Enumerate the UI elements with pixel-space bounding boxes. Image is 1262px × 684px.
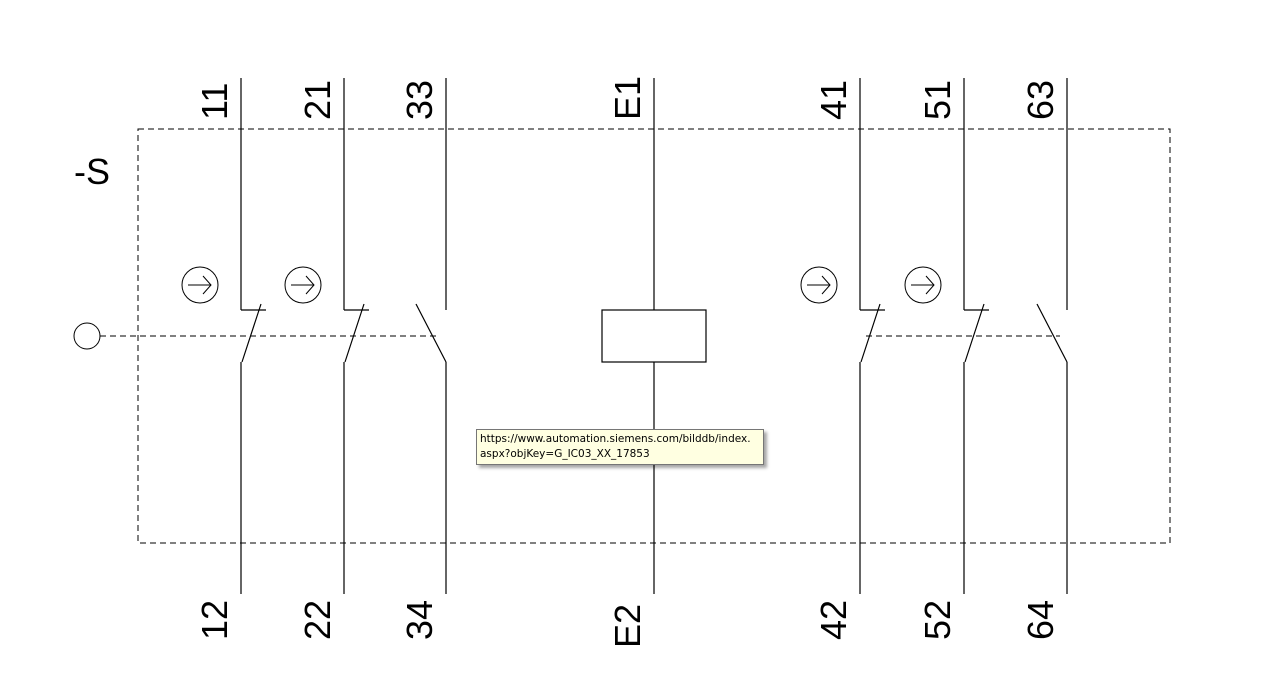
delayed-action-circle — [904, 266, 942, 304]
no-contact-blade — [415, 303, 447, 363]
terminal-label-top: 33 — [399, 80, 440, 120]
terminal-label-bottom: 52 — [917, 600, 958, 640]
terminal-label-bottom: 42 — [813, 600, 854, 640]
nc-contact-blade — [241, 303, 262, 363]
terminal-label-bottom: 12 — [194, 600, 235, 640]
delayed-action-circle — [284, 266, 322, 304]
terminal-label-top: E1 — [607, 76, 648, 120]
device-label: -S — [74, 151, 110, 192]
terminal-label-bottom: 22 — [297, 600, 338, 640]
terminal-label-bottom: E2 — [607, 604, 648, 648]
terminal-label-top: 21 — [297, 80, 338, 120]
tooltip-line-2: aspx?objKey=G_IC03_XX_17853 — [480, 448, 650, 460]
nc-contact-blade — [964, 303, 985, 363]
delayed-action-circle — [181, 266, 219, 304]
nc-contact-blade — [860, 303, 881, 363]
delayed-action-circle — [800, 266, 838, 304]
terminal-label-top: 63 — [1020, 80, 1061, 120]
terminal-label-bottom: 64 — [1020, 600, 1061, 640]
terminal-label-top: 11 — [194, 83, 235, 120]
arrow-right-icon — [807, 275, 831, 295]
url-tooltip: https://www.automation.siemens.com/bildd… — [476, 429, 764, 465]
coil-symbol — [601, 309, 707, 363]
terminal-label-bottom: 34 — [399, 600, 440, 640]
arrow-right-icon — [188, 275, 212, 295]
no-contact-blade — [1036, 303, 1068, 363]
actuator-circle — [73, 322, 101, 350]
tooltip-line-1: https://www.automation.siemens.com/bildd… — [480, 433, 751, 445]
arrow-right-icon — [911, 275, 935, 295]
nc-contact-blade — [344, 303, 365, 363]
terminal-label-top: 51 — [917, 80, 958, 120]
terminal-label-top: 41 — [813, 80, 854, 120]
arrow-right-icon — [291, 275, 315, 295]
